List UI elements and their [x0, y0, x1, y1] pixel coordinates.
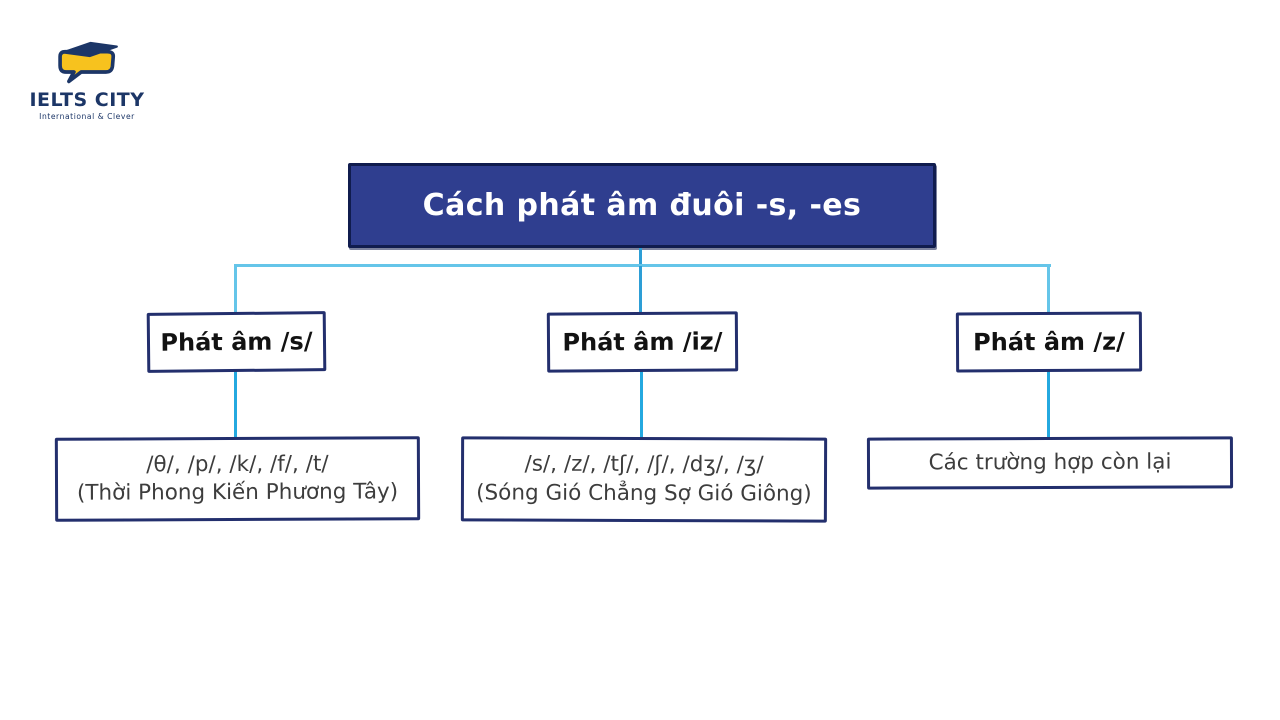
- connector-title-drop: [639, 248, 642, 267]
- branch-label-s: Phát âm /s/: [160, 327, 313, 357]
- branch-label-iz: Phát âm /iz/: [562, 327, 723, 357]
- detail-box-s: /θ/, /p/, /k/, /f/, /t/ (Thời Phong Kiến…: [54, 436, 421, 522]
- connector-z-detail: [1047, 371, 1050, 438]
- branch-box-iz: Phát âm /iz/: [546, 311, 739, 373]
- logo-name: IELTS CITY: [29, 89, 145, 111]
- logo: IELTS CITY International & Clever: [28, 40, 146, 121]
- diagram-title-box: Cách phát âm đuôi -s, -es: [348, 163, 936, 248]
- book-speech-bubble-icon: [58, 41, 118, 84]
- connector-center-drop: [639, 266, 642, 313]
- branch-box-z: Phát âm /z/: [955, 311, 1143, 373]
- detail-box-iz: /s/, /z/, /tʃ/, /ʃ/, /dʒ/, /ʒ/ (Sóng Gió…: [460, 436, 828, 523]
- connector-iz-detail: [640, 371, 643, 438]
- connector-horizontal-rail: [234, 264, 1051, 267]
- detail-s-sounds: /θ/, /p/, /k/, /f/, /t/: [146, 451, 329, 478]
- detail-iz-mnemonic: (Sóng Gió Chẳng Sợ Gió Giông): [476, 479, 812, 507]
- logo-tagline: International & Clever: [39, 111, 135, 121]
- connector-left-drop: [234, 266, 237, 313]
- detail-z-sounds: Các trường hợp còn lại: [928, 449, 1172, 476]
- detail-s-mnemonic: (Thời Phong Kiến Phương Tây): [76, 479, 399, 506]
- branch-box-s: Phát âm /s/: [146, 311, 327, 373]
- detail-iz-sounds: /s/, /z/, /tʃ/, /ʃ/, /dʒ/, /ʒ/: [524, 451, 764, 478]
- connector-s-detail: [234, 371, 237, 438]
- diagram-title: Cách phát âm đuôi -s, -es: [422, 188, 862, 223]
- connector-right-drop: [1047, 266, 1050, 313]
- detail-box-z: Các trường hợp còn lại: [866, 436, 1234, 490]
- branch-label-z: Phát âm /z/: [973, 327, 1125, 357]
